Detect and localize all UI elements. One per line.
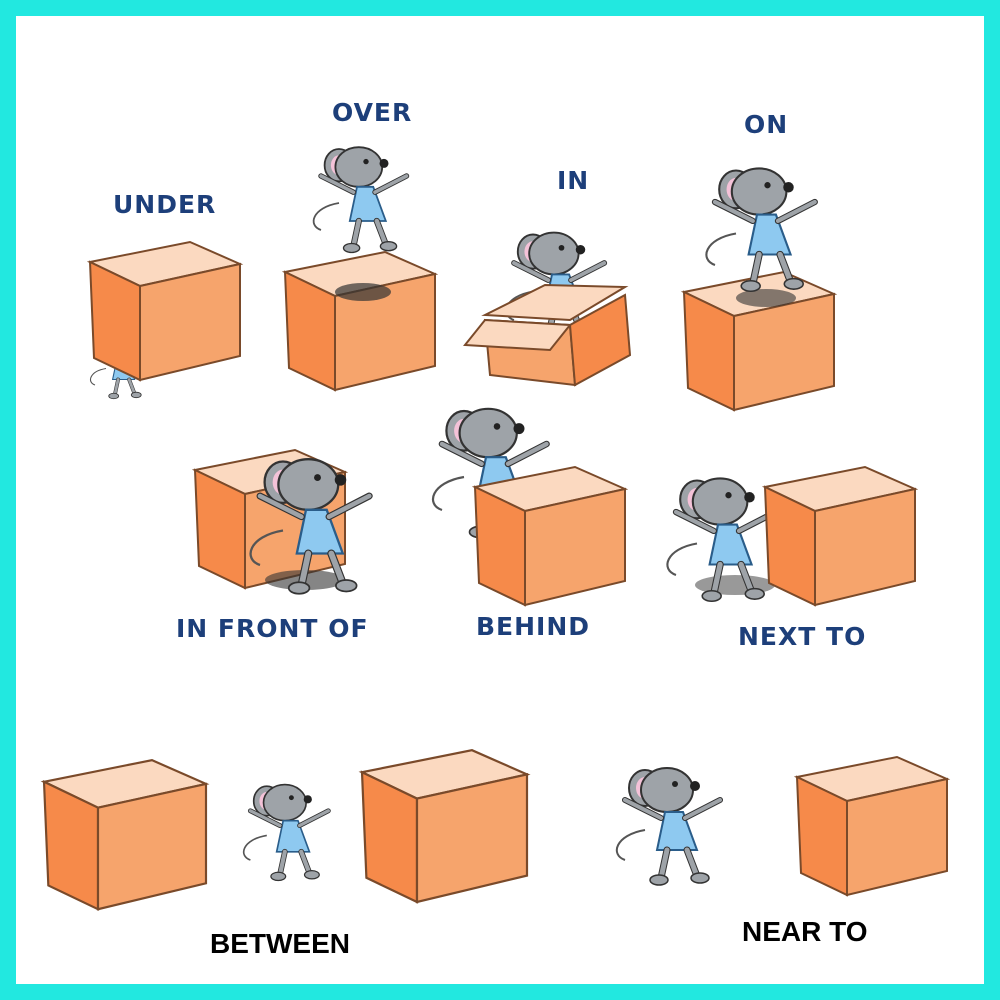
scene-under <box>84 240 254 401</box>
box-icon <box>796 756 948 896</box>
label-between: BETWEEN <box>210 928 350 959</box>
mouse-icon <box>314 147 407 252</box>
label-next-to: NEXT TO <box>738 622 867 651</box>
scene-behind <box>420 400 630 606</box>
box-icon <box>284 251 436 391</box>
box-icon <box>764 466 916 606</box>
scene-in-front-of <box>194 440 395 610</box>
box-icon <box>42 759 208 911</box>
scene-in <box>463 225 645 395</box>
label-near-to: NEAR TO <box>742 916 868 947</box>
box-icon <box>474 466 626 606</box>
mouse-icon <box>706 168 814 291</box>
label-on: ON <box>744 110 789 139</box>
label-in: IN <box>557 166 590 195</box>
box-icon <box>89 241 241 381</box>
mouse-icon <box>244 785 329 881</box>
label-under: UNDER <box>113 190 217 219</box>
label-over: OVER <box>332 98 413 127</box>
label-behind: BEHIND <box>476 612 591 641</box>
label-in-front-of: IN FRONT OF <box>176 614 369 643</box>
scene-next-to <box>655 460 916 610</box>
scene-between <box>42 748 544 911</box>
box-icon <box>360 749 529 904</box>
mouse-icon <box>617 768 720 885</box>
scene-over <box>284 140 445 391</box>
scene-on <box>683 160 854 420</box>
scene-near-to <box>605 755 955 905</box>
